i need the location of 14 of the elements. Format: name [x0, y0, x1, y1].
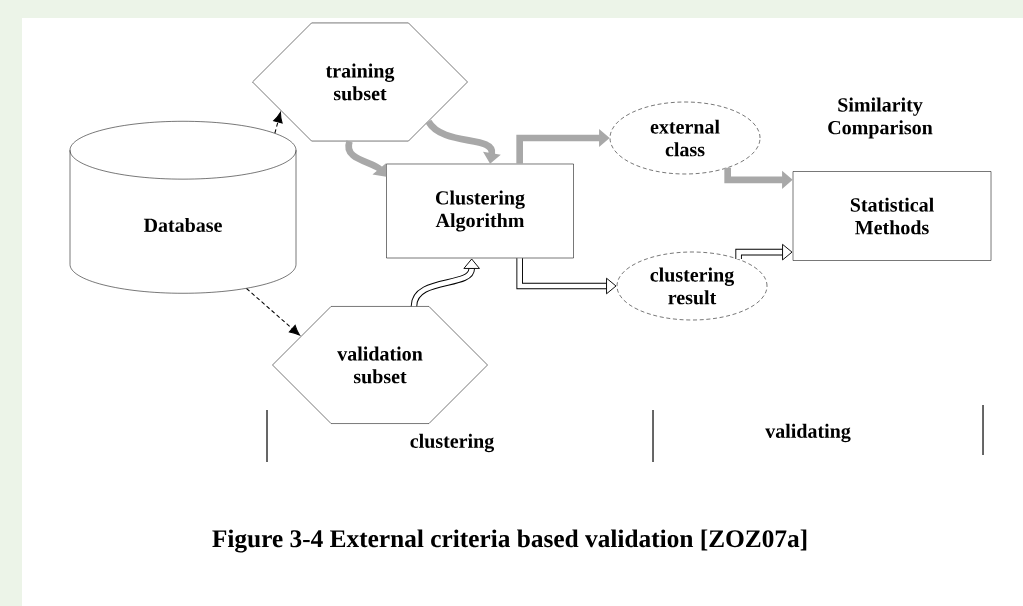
database-cylinder: Database	[69, 121, 297, 294]
arrow	[246, 288, 301, 336]
heading: Similarity Comparison	[828, 97, 933, 139]
arrow	[273, 112, 283, 134]
caption: Figure 3-4 External criteria based validation [ZOZ07a]	[212, 529, 807, 553]
data-hexagon: training subset	[252, 22, 468, 142]
process-box: Statistical Methods	[792, 171, 992, 261]
arrow	[410, 258, 480, 307]
arrow	[735, 243, 793, 261]
arrow	[516, 258, 617, 295]
phase-label: validating	[765, 423, 851, 443]
process-box: Clustering Algorithm	[386, 163, 574, 259]
arrow	[345, 140, 387, 177]
data-hexagon: validation subset	[272, 306, 488, 424]
